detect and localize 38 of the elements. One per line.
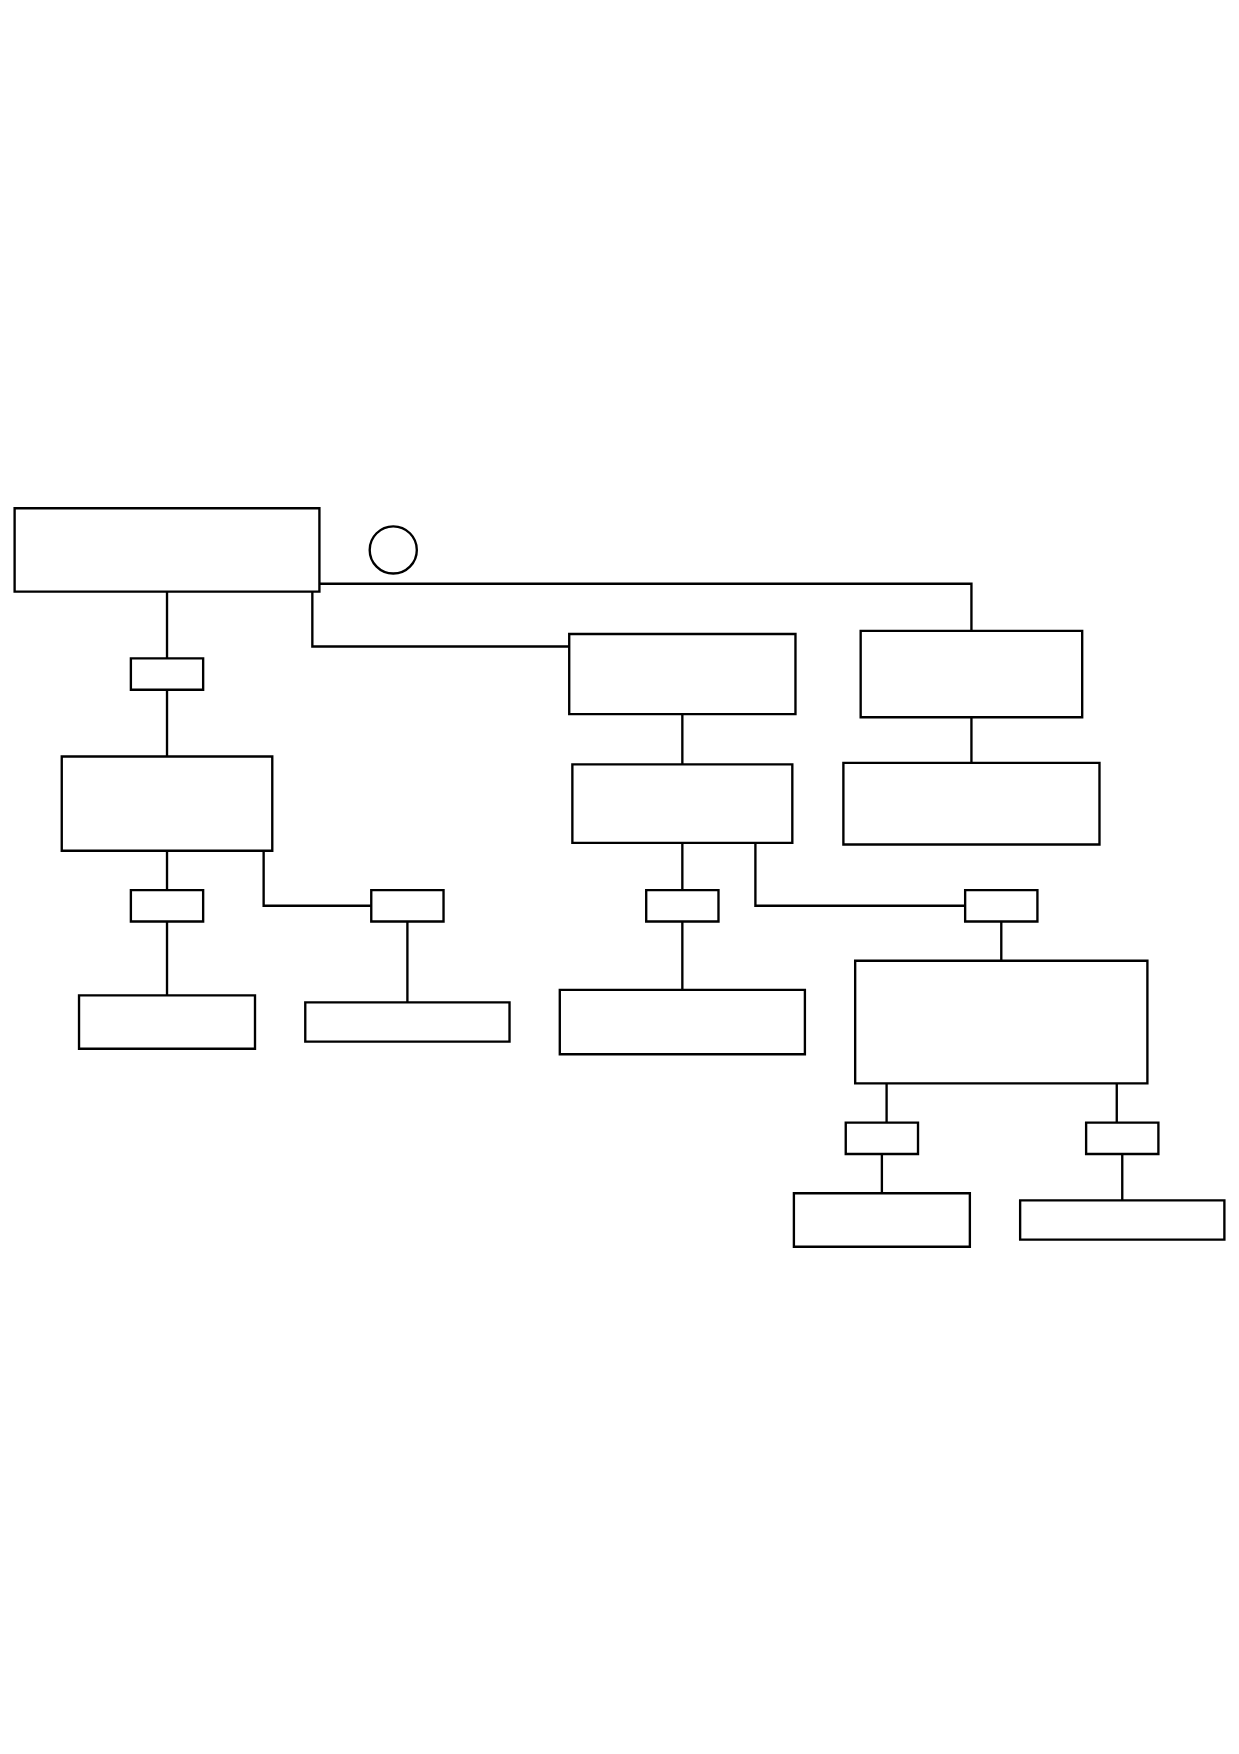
- connector: [1115, 1083, 1118, 1122]
- connector: [681, 842, 684, 890]
- connector: [970, 717, 973, 762]
- node-box: [859, 629, 1084, 718]
- node-box: [792, 1191, 972, 1248]
- connector: [406, 921, 409, 1002]
- node-circle: [368, 524, 418, 575]
- node-box: [854, 959, 1149, 1084]
- node-box: [1084, 1120, 1160, 1155]
- connector: [880, 1153, 884, 1193]
- connector: [165, 591, 169, 658]
- connector: [319, 582, 973, 630]
- node-box: [963, 888, 1039, 923]
- node-box: [568, 632, 797, 715]
- node-box: [558, 988, 807, 1055]
- connector: [1121, 1153, 1124, 1200]
- node-box: [645, 888, 720, 923]
- node-box: [1018, 1198, 1226, 1241]
- connector: [1000, 921, 1003, 960]
- connector: [885, 1083, 888, 1122]
- node-box: [844, 1120, 920, 1155]
- connector: [311, 591, 569, 648]
- connector: [165, 689, 169, 756]
- connector: [754, 842, 965, 907]
- node-box: [370, 888, 445, 923]
- node-box: [571, 762, 794, 844]
- connector: [165, 921, 169, 995]
- connector: [165, 850, 169, 890]
- node-box: [77, 993, 257, 1050]
- node-box: [129, 656, 205, 691]
- node-box: [304, 1000, 511, 1043]
- connector: [681, 713, 684, 764]
- connector: [262, 850, 372, 907]
- node-box: [13, 506, 321, 593]
- connector: [681, 921, 684, 990]
- node-box: [60, 754, 274, 852]
- node-box: [129, 888, 205, 923]
- node-box: [842, 761, 1101, 846]
